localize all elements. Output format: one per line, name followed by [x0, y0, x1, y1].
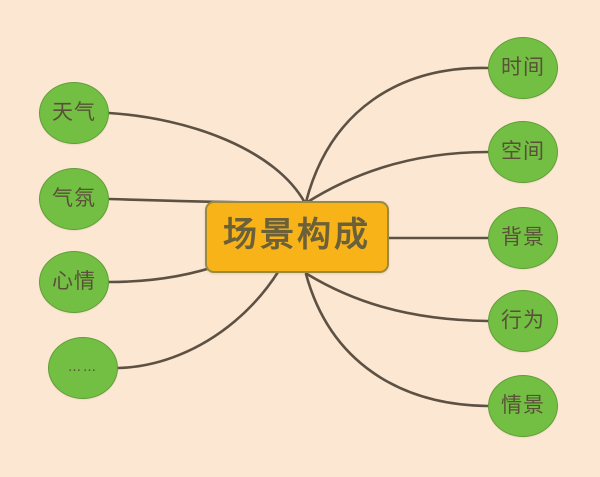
edge-center-to-qingjing — [304, 272, 490, 408]
branch-node-mood[interactable]: 心情 — [39, 251, 109, 313]
branch-node-label: 行为 — [501, 307, 545, 332]
branch-node-label: 天气 — [52, 99, 96, 124]
branch-node-situation[interactable]: 情景 — [488, 375, 558, 437]
edge-center-to-shijian — [304, 66, 490, 204]
branch-node-label: 背景 — [501, 224, 545, 249]
branch-node-space[interactable]: 空间 — [488, 121, 558, 183]
branch-node-weather[interactable]: 天气 — [39, 82, 109, 144]
branch-node-label: 情景 — [501, 392, 545, 417]
center-node-label: 场景构成 — [223, 215, 371, 255]
branch-node-label: 空间 — [501, 138, 545, 163]
branch-node-time[interactable]: 时间 — [488, 37, 558, 99]
branch-node-ellipsis[interactable]: …… — [48, 337, 118, 399]
edge-center-to-tianqi — [107, 111, 307, 205]
center-node-scene-composition[interactable]: 场景构成 — [205, 201, 389, 273]
branch-node-behavior[interactable]: 行为 — [488, 290, 558, 352]
edge-center-to-xingwei — [305, 272, 490, 323]
branch-node-label: 气氛 — [52, 185, 96, 210]
edge-center-to-kongjian — [304, 150, 490, 205]
branch-node-background[interactable]: 背景 — [488, 207, 558, 269]
branch-node-label: …… — [68, 359, 98, 375]
branch-node-label: 心情 — [52, 268, 96, 293]
branch-node-label: 时间 — [501, 54, 545, 79]
branch-node-atmosphere[interactable]: 气氛 — [39, 168, 109, 230]
